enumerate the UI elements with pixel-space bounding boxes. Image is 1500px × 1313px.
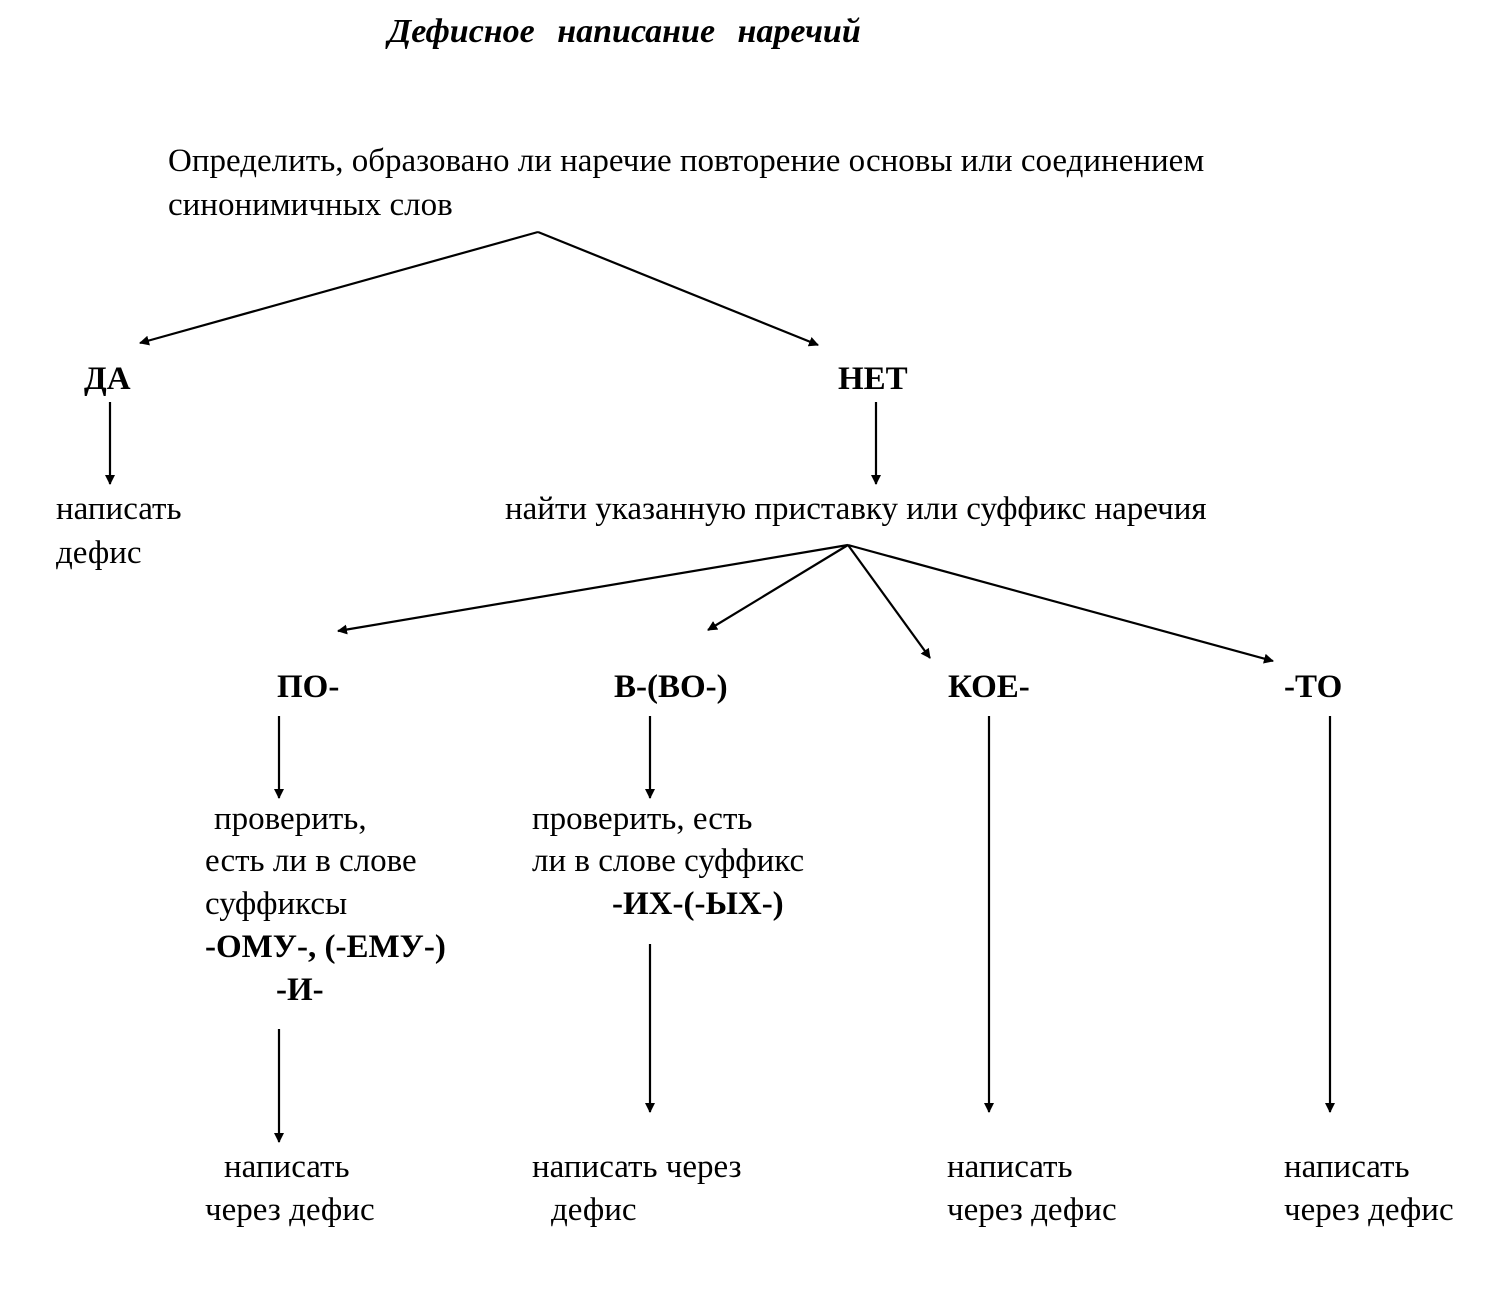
question-line-1: Определить, образовано ли наречие повтор… xyxy=(168,143,1205,179)
yes-label: ДА xyxy=(84,361,131,397)
po-result-line-2: через дефис xyxy=(205,1192,375,1228)
branch-koe-label: КОЕ- xyxy=(948,669,1030,705)
v-suffix: -ИХ-(-ЫХ-) xyxy=(612,886,784,922)
po-suffix-line-1: -ОМУ-, (-ЕМУ-) xyxy=(205,929,446,965)
koe-result-line-2: через дефис xyxy=(947,1192,1117,1228)
yes-result-line-2: дефис xyxy=(56,535,142,571)
branch-to-label: -ТО xyxy=(1284,669,1343,705)
arrow-question-to-no xyxy=(537,230,819,347)
to-result-line-1: написать xyxy=(1284,1149,1410,1185)
arrow-action-to-to xyxy=(847,543,1274,664)
v-check-line-1: проверить, есть xyxy=(532,801,753,837)
to-result-line-2: через дефис xyxy=(1284,1192,1454,1228)
branch-po-label: ПО- xyxy=(277,669,340,705)
koe-result-line-1: написать xyxy=(947,1149,1073,1185)
po-check-line-2: есть ли в слове xyxy=(205,843,417,879)
yes-result-line-1: написать xyxy=(56,491,182,527)
question-line-2: синонимичных слов xyxy=(168,187,453,223)
arrow-action-to-v xyxy=(707,544,849,631)
po-check-line-3: суффиксы xyxy=(205,886,348,922)
arrow-question-to-yes xyxy=(139,230,539,346)
branch-v-label: В-(ВО-) xyxy=(614,669,728,705)
v-result-line-2: дефис xyxy=(551,1192,637,1228)
v-check-line-2: ли в слове суффикс xyxy=(532,843,805,879)
arrow-action-to-po xyxy=(337,543,849,635)
no-label: НЕТ xyxy=(838,361,908,397)
no-action: найти указанную приставку или суффикс на… xyxy=(505,491,1207,527)
po-suffix-line-2: -И- xyxy=(276,972,324,1008)
po-result-line-1: написать xyxy=(224,1149,350,1185)
v-result-line-1: написать через xyxy=(532,1149,742,1185)
arrow-action-to-koe xyxy=(847,544,931,659)
page-title: Дефисное написание наречий xyxy=(388,13,861,50)
po-check-line-1: проверить, xyxy=(214,801,367,837)
